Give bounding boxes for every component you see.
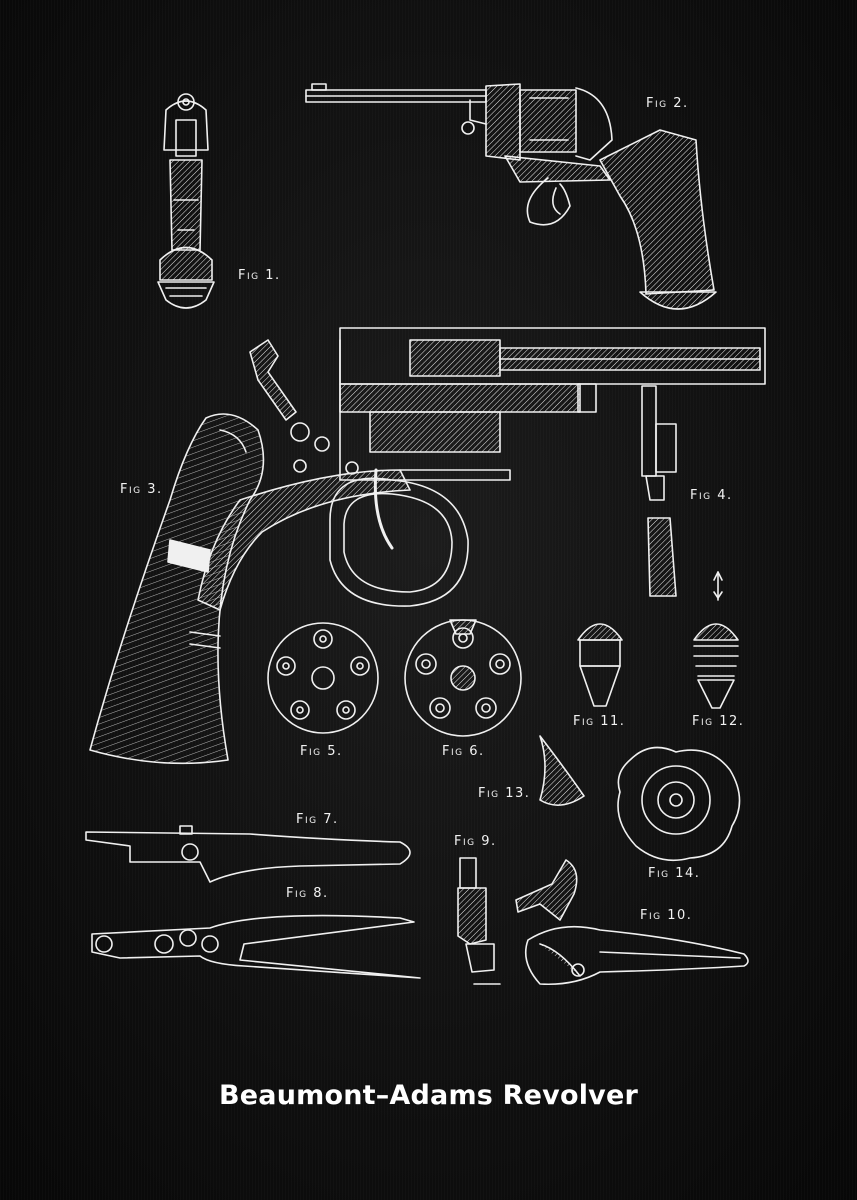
fig10-label: Fig 10. [640,908,693,923]
arrow-mark [713,571,723,601]
fig10-part [515,859,749,986]
fig5-label: Fig 5. [300,744,343,759]
fig7-part [85,825,411,883]
fig1-label: Fig 1. [238,268,281,283]
fig2-side-view [305,83,717,310]
fig12-bullet [693,623,739,709]
poster-title: Beaumont–Adams Revolver [218,1080,639,1111]
fig11-bullet [577,623,623,707]
fig12-label: Fig 12. [692,714,745,729]
fig4-label: Fig 4. [690,488,733,503]
fig9-part [457,857,501,985]
fig7-label: Fig 7. [296,812,339,827]
fig11-label: Fig 11. [573,714,626,729]
fig3-label: Fig 3. [120,482,163,497]
fig14-part [617,746,741,862]
fig13-part [539,735,585,806]
fig1-front-view [157,93,215,309]
fig9-label: Fig 9. [454,834,497,849]
fig8-label: Fig 8. [286,886,329,901]
fig13-label: Fig 13. [478,786,531,801]
fig6-cylinder-rear [404,619,522,737]
fig5-cylinder [267,622,379,734]
fig2-label: Fig 2. [646,96,689,111]
fig6-label: Fig 6. [442,744,485,759]
fig4-part [641,385,677,597]
fig8-part [91,914,421,979]
fig3-section-view [89,327,766,765]
fig14-label: Fig 14. [648,866,701,881]
